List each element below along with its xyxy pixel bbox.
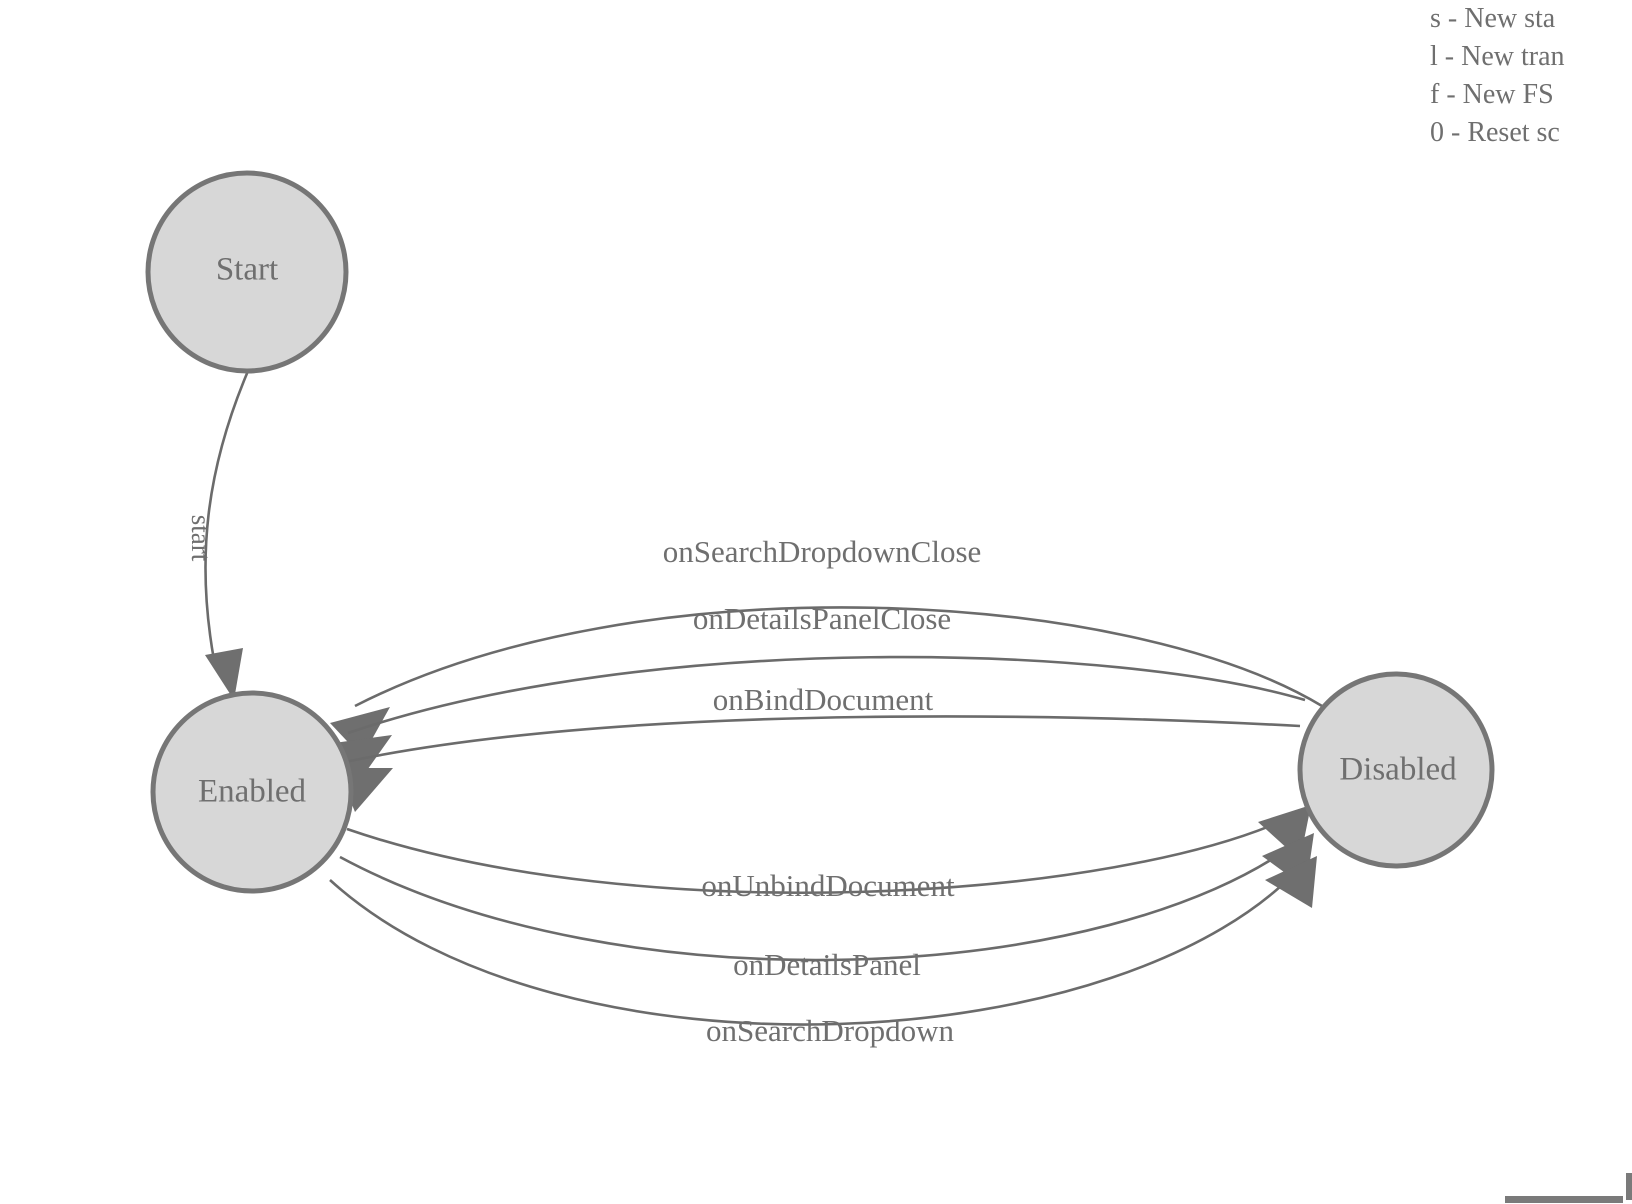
edge-enabled-to-disabled-onsearchdropdown[interactable]: onSearchDropdown	[329, 856, 1317, 1048]
node-circle	[1297, 671, 1495, 869]
edge-disabled-to-enabled-onsearchdropdownclose[interactable]: onSearchDropdownClose	[330, 534, 1323, 757]
edge-path	[347, 655, 1306, 735]
node-disabled[interactable]: Disabled	[1297, 671, 1495, 869]
node-start[interactable]: Start	[145, 170, 349, 374]
node-enabled[interactable]: Enabled	[150, 690, 354, 894]
edge-path	[346, 813, 1296, 895]
node-label: Disabled	[1339, 752, 1457, 788]
edge-label: onSearchDropdown	[706, 1013, 954, 1048]
node-label: Enabled	[198, 774, 307, 810]
vertical-scrollbar-thumb[interactable]	[1626, 1173, 1632, 1200]
edge-label: onSearchDropdownClose	[663, 534, 982, 569]
edge-disabled-to-enabled-onbinddocument[interactable]: onBindDocument	[337, 682, 1301, 812]
edge-enabled-to-disabled-onunbinddocument[interactable]: onUnbindDocument	[346, 805, 1311, 903]
edge-path	[339, 838, 1301, 962]
edge-path	[329, 861, 1306, 1026]
arrowhead-icon	[1265, 856, 1317, 908]
edge-path	[354, 606, 1323, 708]
edge-path	[204, 370, 250, 661]
edge-start-to-enabled[interactable]: start	[186, 370, 250, 700]
edge-label: start	[186, 515, 216, 562]
edge-label: onBindDocument	[713, 682, 934, 717]
horizontal-scrollbar-thumb[interactable]	[1505, 1196, 1623, 1203]
node-circle	[145, 170, 349, 374]
arrowhead-icon	[205, 648, 243, 700]
arrowhead-icon	[330, 707, 390, 757]
edge-path	[344, 715, 1301, 764]
edge-label: onDetailsPanel	[733, 947, 921, 982]
edge-label: onDetailsPanelClose	[693, 601, 951, 636]
node-circle	[150, 690, 354, 894]
node-label: Start	[216, 252, 278, 288]
edge-label: onUnbindDocument	[701, 868, 955, 903]
